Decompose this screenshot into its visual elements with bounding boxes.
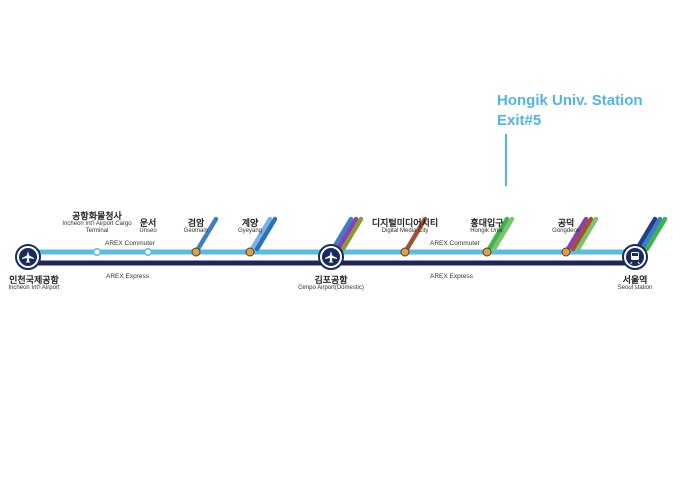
- transfer-line-bar: [575, 216, 599, 252]
- station-name-en: Hongik Univ.: [470, 228, 504, 234]
- station-markers: [15, 244, 648, 270]
- station-name-ko: 계양: [241, 218, 259, 228]
- station-name-en: Gongdeok: [552, 228, 580, 234]
- callout-pointer: [505, 134, 507, 186]
- station-name-en: Digital Media City: [381, 228, 429, 234]
- transfer-line-bar: [639, 216, 663, 252]
- transfer-line-bar: [644, 216, 668, 252]
- station-name-ko: 인천국제공항: [9, 275, 59, 285]
- station-name-ko: 공항화물청사: [72, 211, 122, 221]
- station-gimpo[interactable]: [318, 244, 344, 270]
- callout-subtitle: Exit#5: [497, 112, 542, 129]
- station-name-ko: 김포공항: [314, 275, 348, 285]
- station-seoul[interactable]: [622, 244, 648, 270]
- station-name-en: Gyeyang: [237, 228, 263, 234]
- transfer-line-bar: [486, 216, 510, 252]
- station-unseo[interactable]: [143, 247, 153, 257]
- transfer-line-bar: [249, 216, 273, 252]
- airplane-icon: [22, 251, 34, 263]
- transfer-line-bar: [491, 216, 515, 252]
- transfer-markers: [195, 216, 668, 252]
- transfer-line-bar: [330, 216, 354, 252]
- express-label-east: AREX Express: [430, 273, 473, 280]
- transfer-line-bar: [340, 216, 364, 252]
- station-name-en: Incheon Int'l Airport: [8, 285, 60, 291]
- station-name-en: Incheon Int'l Airport Cargo Terminal: [62, 221, 132, 234]
- station-gongdeok[interactable]: [561, 247, 571, 257]
- commuter-label-east: AREX Commuter: [430, 240, 480, 247]
- callout-title: Hongik Univ. Station: [497, 92, 643, 109]
- station-name-en: Gimpo Airport(Domestic): [298, 285, 364, 291]
- station-geomam[interactable]: [191, 247, 201, 257]
- station-gyeyang[interactable]: [245, 247, 255, 257]
- station-cargo[interactable]: [92, 247, 102, 257]
- transfer-line-bar: [570, 216, 594, 252]
- transfer-line-bar: [565, 216, 589, 252]
- station-name-en: Geomam: [183, 228, 209, 234]
- station-dmc[interactable]: [400, 247, 410, 257]
- airplane-icon: [325, 251, 337, 263]
- station-name-ko: 검암: [187, 218, 205, 228]
- station-name-ko: 운서: [139, 218, 157, 228]
- station-name-ko: 서울역: [622, 275, 648, 285]
- station-name-en: Unseo: [139, 228, 157, 234]
- station-name-en: Seoul station: [617, 285, 653, 291]
- commuter-label-west: AREX Commuter: [105, 240, 155, 247]
- train-icon: [630, 252, 640, 265]
- express-label-west: AREX Express: [106, 273, 149, 280]
- transfer-line-bar: [634, 216, 658, 252]
- station-name-ko: 공덕: [557, 218, 575, 228]
- station-hongik[interactable]: [482, 247, 492, 257]
- transfer-line-bar: [404, 216, 428, 252]
- station-name-ko: 디지털미디어시티: [371, 218, 439, 228]
- station-name-ko: 홍대입구: [470, 218, 504, 228]
- transfer-line-bar: [335, 216, 359, 252]
- station-incheon[interactable]: [15, 244, 41, 270]
- hongik-callout: Hongik Univ. Station Exit#5: [497, 91, 643, 131]
- transfer-line-bar: [254, 216, 278, 252]
- transfer-line-bar: [195, 216, 219, 252]
